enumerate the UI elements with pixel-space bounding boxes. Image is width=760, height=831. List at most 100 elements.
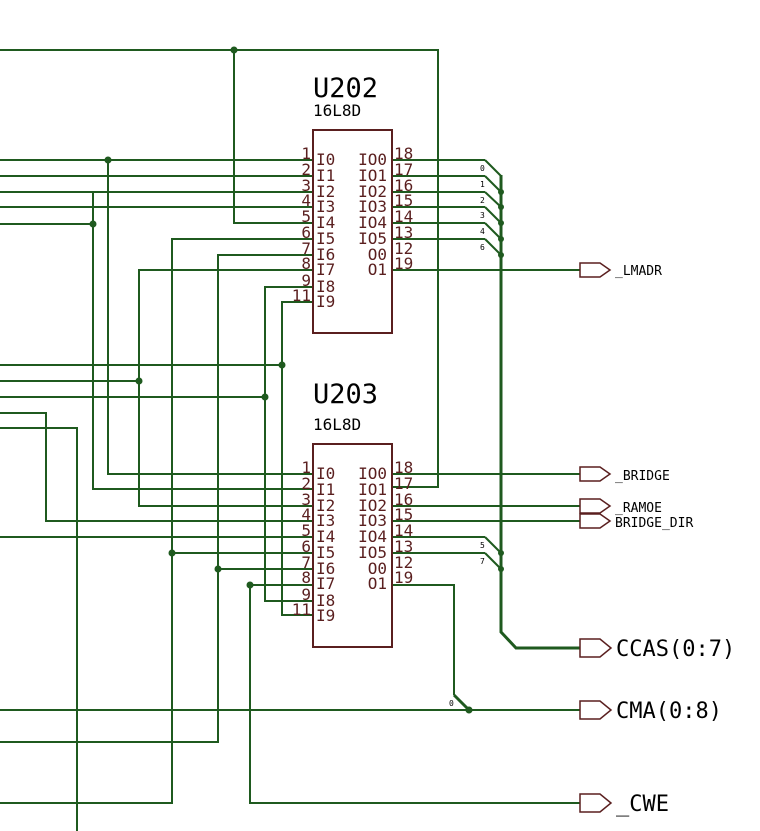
pin-number: 7	[301, 239, 311, 258]
pin-name: O1	[368, 574, 387, 593]
pin-number: 2	[301, 474, 311, 493]
port-label: BRIDGE_DIR	[615, 516, 693, 531]
pin-number: 9	[301, 271, 311, 290]
pin-number: 2	[301, 160, 311, 179]
wire-u202-pin7[interactable]	[0, 254, 313, 743]
pin-name: I0	[316, 464, 335, 483]
pin-name: IO5	[358, 543, 387, 562]
pin-number: 17	[394, 474, 413, 493]
junction-dot	[498, 566, 504, 572]
cma-bus-entry[interactable]	[452, 693, 471, 712]
pin-number: 11	[292, 600, 311, 619]
pin-name: I2	[316, 496, 335, 515]
pin-name: IO4	[358, 213, 387, 232]
bus-entry	[484, 175, 502, 193]
port-label: _CWE	[616, 792, 669, 817]
junction-dot	[135, 377, 143, 385]
pin-name: IO0	[358, 464, 387, 483]
wire-left-428[interactable]	[0, 427, 78, 831]
pin-name: I5	[316, 543, 335, 562]
port-ramoe[interactable]: _RAMOE	[579, 498, 662, 516]
pin-name: O1	[368, 260, 387, 279]
pin-name: IO0	[358, 150, 387, 169]
pin-name: O0	[368, 559, 387, 578]
pin-number: 8	[301, 254, 311, 273]
junction-dot	[278, 361, 286, 369]
junction-dot	[465, 706, 473, 714]
port-label: _BRIDGE	[615, 469, 670, 484]
pin-number: 7	[301, 553, 311, 572]
pin-name: I8	[316, 277, 335, 296]
ccas-bus-line[interactable]	[499, 175, 580, 650]
junction-dot	[498, 252, 504, 258]
junction-dot	[246, 581, 254, 589]
pin-number: 13	[394, 223, 413, 242]
bus-entry-labels: 0 1 2 3 4 6 5 7 0	[449, 164, 485, 708]
pin-number: 5	[301, 521, 311, 540]
wire-u203-pin19[interactable]	[393, 584, 455, 695]
bus-entry-label: 7	[480, 557, 485, 566]
port-lmadr[interactable]: _LMADR	[579, 262, 662, 279]
bus-entry	[484, 222, 502, 240]
chip-partname: 16L8D	[313, 415, 361, 434]
bus-entry-label: 0	[480, 164, 485, 173]
pin-number: 16	[394, 490, 413, 509]
wire-top-loop[interactable]	[0, 49, 439, 488]
wire-u202-pin9[interactable]	[264, 286, 313, 602]
junction-dot	[498, 236, 504, 242]
pin-number: 12	[394, 239, 413, 258]
pin-name: I4	[316, 527, 335, 546]
port-bridge-dir[interactable]: BRIDGE_DIR	[579, 513, 693, 531]
bus-entry-label: 2	[480, 196, 485, 205]
wires	[0, 49, 580, 831]
port-cma[interactable]: CMA(0:8)	[579, 699, 722, 724]
junctions	[89, 46, 504, 714]
bus-entry	[484, 159, 502, 177]
wire-u203-pin2[interactable]	[92, 192, 313, 490]
bus-entry-label: 1	[480, 180, 485, 189]
pin-name: I3	[316, 197, 335, 216]
pin-name: IO2	[358, 496, 387, 515]
junction-dot	[104, 156, 112, 164]
wire-u203-pin8[interactable]	[249, 584, 580, 804]
pin-number: 4	[301, 191, 311, 210]
pin-name: IO1	[358, 166, 387, 185]
pin-name: IO3	[358, 511, 387, 530]
junction-dot	[168, 549, 176, 557]
bus-entry-label: 4	[480, 227, 485, 236]
chip-refdes: U203	[313, 379, 378, 410]
port-cwe[interactable]: _CWE	[579, 792, 669, 817]
pin-number: 17	[394, 160, 413, 179]
wire-u203-pin4[interactable]	[0, 412, 313, 522]
bus-entry	[484, 191, 502, 208]
wire-u202-pin5[interactable]	[233, 50, 313, 224]
pin-number: 1	[301, 144, 311, 163]
pin-number: 6	[301, 537, 311, 556]
bus-entry-label: 3	[480, 211, 485, 220]
bus-entry-label: 6	[480, 243, 485, 252]
pin-name: I5	[316, 229, 335, 248]
ccas-bus	[452, 159, 580, 712]
wire-u202-pin8[interactable]	[138, 269, 313, 507]
port-ccas[interactable]: CCAS(0:7)	[579, 637, 735, 662]
pin-number: 12	[394, 553, 413, 572]
pin-number: 13	[394, 537, 413, 556]
pin-number: 4	[301, 505, 311, 524]
port-bridge[interactable]: _BRIDGE	[579, 466, 670, 484]
bus-entry-label: 0	[449, 699, 454, 708]
junction-dot	[214, 565, 222, 573]
pin-number: 11	[292, 286, 311, 305]
pin-number: 6	[301, 223, 311, 242]
pin-number: 19	[394, 568, 413, 587]
pin-number: 5	[301, 207, 311, 226]
junction-dot	[498, 204, 504, 210]
port-arrow-icon	[579, 498, 612, 514]
pin-name: O0	[368, 245, 387, 264]
pin-name: IO5	[358, 229, 387, 248]
wire-u203-pin1[interactable]	[107, 160, 313, 475]
wire-u202-pin11[interactable]	[281, 301, 313, 616]
pin-number: 1	[301, 458, 311, 477]
